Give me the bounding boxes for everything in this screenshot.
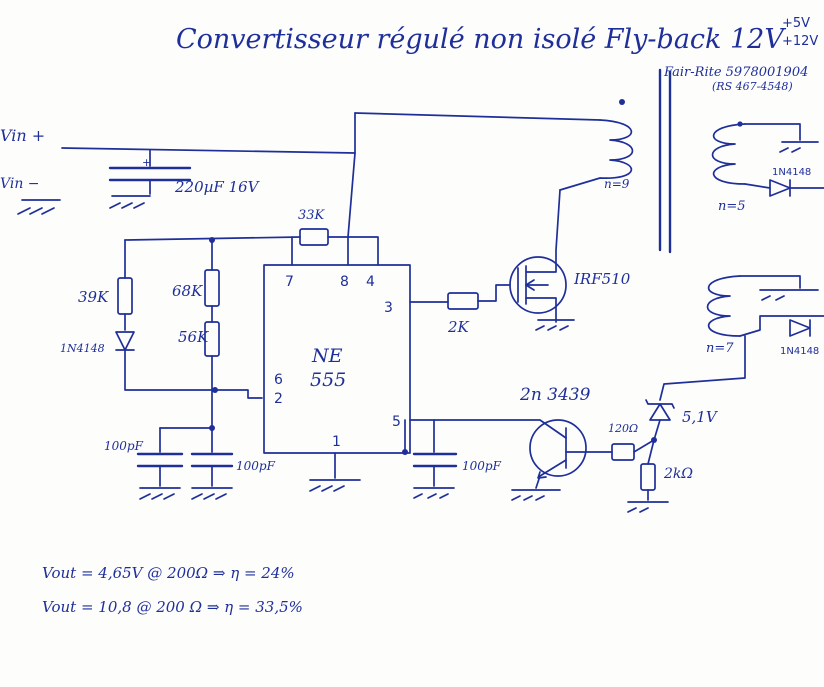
timing-capacitor-label: 100pF — [104, 439, 144, 453]
vin-plus-label: Vin + — [0, 126, 45, 145]
title-output-5v: +5V — [782, 16, 810, 31]
title-output-12v: +12V — [782, 34, 818, 49]
zener-label: 5,1V — [682, 408, 719, 426]
diode-left — [115, 331, 216, 391]
secondary-1-turns: n=5 — [718, 199, 746, 214]
diode-left-label: 1N4148 — [60, 342, 105, 355]
resistor-33k-label: 33K — [298, 208, 326, 223]
input-capacitor-label: 220µF 16V — [174, 178, 261, 196]
mosfet-irf510 — [509, 189, 575, 331]
title: Convertisseur régulé non isolé Fly-back … — [176, 24, 786, 55]
svg-text:+: + — [142, 156, 151, 169]
pin-1-ground — [309, 452, 361, 492]
core-label: Fair-Rite 5978001904 — [663, 65, 808, 80]
resistor-68k — [204, 239, 220, 323]
ne555-ic — [263, 264, 411, 454]
resistor-33k — [299, 228, 379, 266]
ic-name: NE — [311, 345, 343, 367]
pin-2-label: 2 — [274, 391, 283, 407]
gate-resistor-label: 2K — [447, 318, 470, 336]
timing-capacitor-b — [190, 427, 234, 500]
primary-feed-wire — [354, 112, 601, 121]
polarity-dot — [619, 99, 625, 105]
resistor-68k-label: 68K — [172, 282, 203, 300]
vcc-wire — [347, 112, 356, 238]
secondary-1-diode-label: 1N4148 — [772, 167, 811, 178]
pin-5-label: 5 — [392, 414, 401, 430]
resistor-2k-ohm — [627, 439, 669, 513]
zener-diode — [645, 399, 675, 441]
secondary-winding-2 — [706, 275, 824, 337]
timing-capacitor-a — [136, 427, 184, 500]
resistor-56k — [204, 321, 220, 429]
ic-number: 555 — [310, 369, 346, 391]
control-capacitor-label: 100pF — [462, 459, 502, 473]
result-line-1: Vout = 4,65V @ 200Ω ⇒ η = 24% — [42, 564, 295, 582]
pin-7-label: 7 — [285, 274, 294, 290]
resistor-39k-label: 39K — [78, 288, 109, 306]
resistor-56k-label: 56K — [178, 328, 209, 346]
feedback-wire — [659, 335, 746, 401]
pin-8-label: 8 — [340, 274, 349, 290]
control-capacitor — [412, 419, 458, 499]
input-ground-symbol — [17, 199, 61, 215]
vin-minus-label: Vin − — [0, 176, 40, 192]
secondary-2-turns: n=7 — [706, 341, 734, 356]
resistor-2k-label: 2kΩ — [663, 466, 693, 482]
input-capacitor: + — [108, 149, 192, 209]
primary-winding — [559, 119, 634, 191]
vin-rail-wire — [61, 147, 356, 154]
resistor-120-ohm — [585, 439, 655, 461]
gate-resistor-2k — [447, 284, 511, 310]
primary-turns: n=9 — [604, 177, 630, 191]
resistor-39k — [117, 239, 133, 331]
pin-4-label: 4 — [366, 274, 375, 290]
secondary-winding-1 — [711, 123, 824, 197]
transistor-2n3439 — [409, 419, 587, 501]
timing-capacitor-b-label: 100pF — [236, 459, 276, 473]
mosfet-label: IRF510 — [573, 270, 631, 288]
resistor-120-label: 120Ω — [608, 422, 638, 435]
result-line-2: Vout = 10,8 @ 200 Ω ⇒ η = 33,5% — [42, 598, 303, 616]
pin-6-label: 6 — [274, 372, 283, 388]
pin-1-label: 1 — [332, 434, 341, 450]
polarity-dot — [737, 121, 743, 127]
secondary-2-diode-label: 1N4148 — [780, 346, 819, 357]
core-part-number: (RS 467-4548) — [712, 80, 793, 93]
pin-3-label: 3 — [384, 300, 393, 316]
transistor-label: 2n 3439 — [519, 385, 591, 405]
trigger-wire — [214, 389, 263, 399]
